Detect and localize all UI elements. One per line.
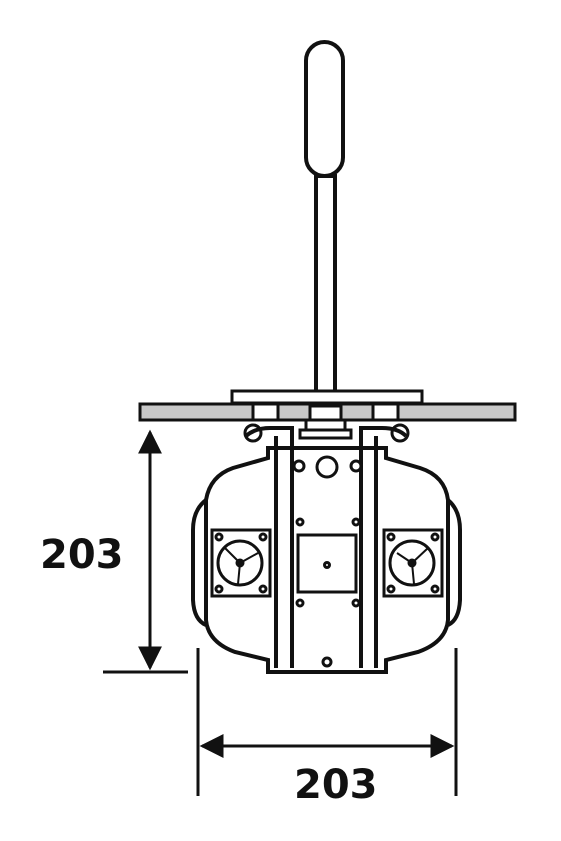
- shaft-collar: [298, 404, 353, 440]
- mounting-flange: [230, 389, 424, 405]
- height-dimension: [103, 429, 188, 674]
- handle-grip: [304, 40, 345, 178]
- width-dimension-label: 203: [294, 762, 378, 808]
- pump-handle: [304, 40, 345, 410]
- bracket-straps: [244, 426, 408, 668]
- width-dimension: [196, 648, 458, 796]
- front-faceplate: [296, 533, 358, 594]
- left-port: [210, 528, 272, 598]
- body-holes: [292, 455, 363, 668]
- height-dimension-label: 203: [40, 532, 124, 578]
- handle-shaft: [314, 174, 337, 410]
- right-port: [382, 528, 444, 598]
